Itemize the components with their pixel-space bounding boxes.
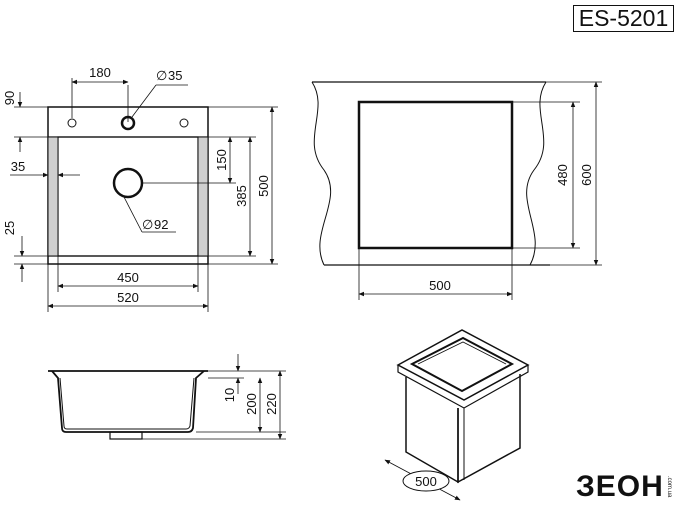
- dim-385-label: 385: [234, 185, 249, 207]
- dim-450-label: 450: [117, 270, 139, 285]
- cabinet-isometric-view: [396, 329, 530, 484]
- break-line-right: [526, 81, 547, 266]
- dim-cutout-500-label: 500: [429, 278, 451, 293]
- drain-outlet: [109, 431, 143, 440]
- dim-cabinet-500-label: 500: [415, 474, 437, 489]
- brand-logo: ЗЕОН .com.ua: [576, 470, 676, 504]
- cutout-rect: [357, 100, 514, 250]
- model-number: ES-5201: [573, 5, 674, 32]
- brand-domain: .com.ua: [665, 476, 672, 498]
- sink-side-view: [48, 370, 208, 440]
- dim-10-label: 10: [222, 388, 237, 402]
- accessory-hole-right: [179, 118, 189, 128]
- dim-150-label: 150: [214, 149, 229, 171]
- break-line-left: [311, 81, 332, 266]
- brand-name: ЗЕОН: [576, 470, 664, 503]
- dim-500-badge: [402, 470, 450, 492]
- accessory-hole-left: [67, 118, 77, 128]
- sink-cutout-iso: [409, 336, 515, 393]
- dim-90-label: 90: [2, 91, 17, 105]
- dim-180-label: 180: [89, 65, 111, 80]
- dia-symbol-hole: ∅: [156, 68, 167, 83]
- dim-600-label: 600: [579, 164, 594, 186]
- bowl-wall-right: [197, 136, 209, 257]
- dim-520-label: 520: [117, 290, 139, 305]
- dim-220-label: 220: [264, 393, 279, 415]
- bowl-wall-left: [47, 136, 59, 257]
- dia-symbol-drain: ∅: [142, 217, 153, 232]
- dim-200-label: 200: [244, 393, 259, 415]
- dim-hole-35-label: 35: [168, 68, 182, 83]
- side-profile: [51, 370, 205, 433]
- dim-480-label: 480: [555, 164, 570, 186]
- dim-500-label: 500: [256, 175, 271, 197]
- countertop-cutout-view: [311, 81, 550, 266]
- drain-hole: [112, 167, 144, 199]
- dim-35-label: 35: [11, 159, 25, 174]
- sink-outline: [47, 106, 209, 265]
- dim-25-label: 25: [2, 221, 17, 235]
- dim-drain-92-label: 92: [154, 217, 168, 232]
- cabinet-front: [457, 374, 521, 484]
